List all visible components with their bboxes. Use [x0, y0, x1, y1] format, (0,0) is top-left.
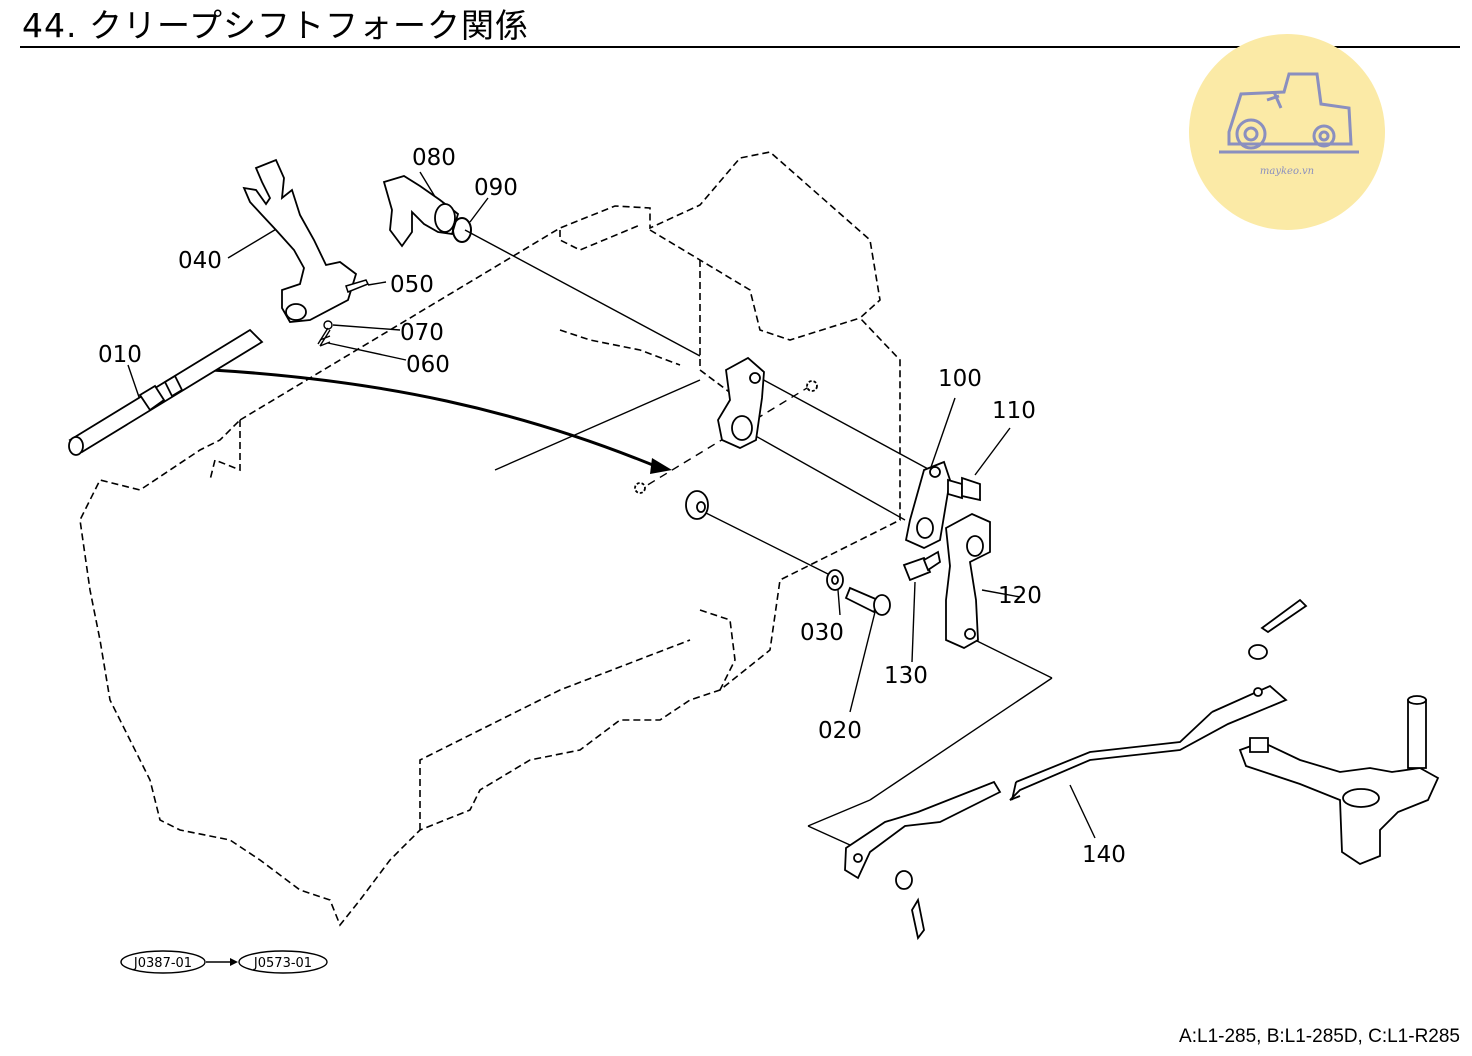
watermark-logo: maykeo.vn: [1189, 34, 1385, 230]
part-label: 070: [400, 320, 444, 346]
reference-flow: J0387-01 J0573-01: [120, 950, 328, 974]
bolt-020: [844, 586, 891, 616]
assembly-arrow: [211, 368, 672, 474]
title-rule: [20, 46, 1460, 48]
pedal-arm: [1238, 695, 1440, 866]
bolt-110: [947, 476, 981, 502]
part-label: 120: [998, 583, 1042, 609]
control-rod-140: [844, 684, 1288, 880]
reference-to[interactable]: [238, 950, 328, 974]
shift-fork-040: [242, 158, 358, 323]
spring-060: [317, 327, 331, 347]
link-plate-100: [904, 460, 951, 549]
tractor-icon: [1219, 72, 1359, 154]
reference-to-label: J0573-01: [253, 956, 312, 971]
arrow-head-icon: [230, 958, 238, 966]
rod-washers: [895, 598, 1308, 941]
leader-lines: [127, 171, 1096, 846]
part-label: 040: [178, 248, 222, 274]
part-label: 060: [406, 352, 450, 378]
lever-120: [945, 512, 991, 650]
page-title: 44. クリープシフトフォーク関係: [22, 6, 529, 45]
washer-030: [826, 569, 844, 591]
lever-bracket: [634, 356, 818, 494]
part-label: 010: [98, 342, 142, 368]
shift-shaft-010: [68, 328, 264, 456]
part-label: 050: [390, 272, 434, 298]
part-label: 080: [412, 145, 456, 171]
reference-from[interactable]: [120, 950, 206, 974]
reference-from-label: J0387-01: [133, 956, 192, 971]
part-label: 110: [992, 398, 1036, 424]
transmission-housing: [79, 151, 901, 927]
watermark-text: maykeo.vn: [1259, 166, 1315, 177]
model-applicability: A:L1-285, B:L1-285D, C:L1-R285: [1179, 1026, 1460, 1047]
shift-arm-080: [382, 175, 460, 248]
pin-050: [345, 279, 370, 293]
bolt-130: [902, 550, 942, 582]
part-label: 100: [938, 366, 982, 392]
part-labels: 010 020 030 040 050 060 070 080 090 100 …: [98, 145, 1126, 868]
ball-070: [323, 320, 333, 330]
part-label: 090: [474, 175, 518, 201]
bushing: [685, 490, 709, 520]
part-label: 140: [1082, 842, 1126, 868]
part-label: 020: [818, 718, 862, 744]
part-label: 130: [884, 663, 928, 689]
part-label: 030: [800, 620, 844, 646]
o-ring-090: [452, 217, 472, 243]
